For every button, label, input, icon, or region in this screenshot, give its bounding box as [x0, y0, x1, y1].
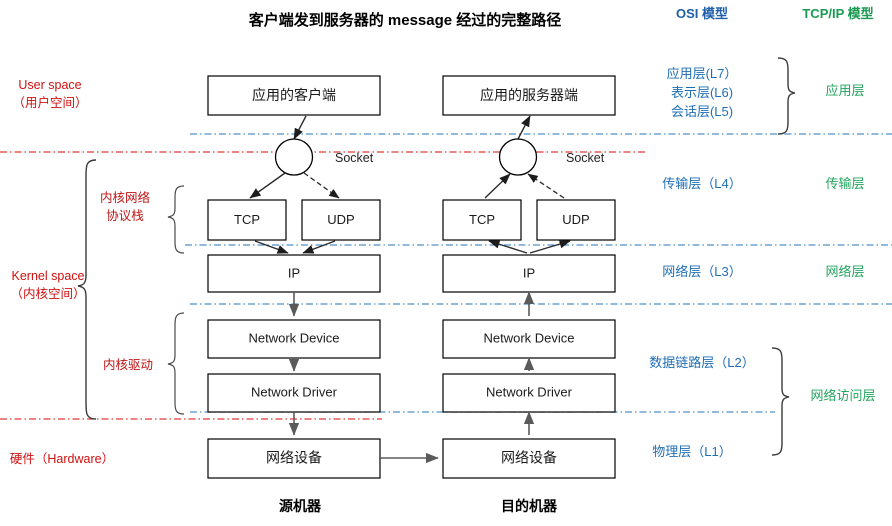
- destination-machine-label: 目的机器: [501, 498, 558, 514]
- source-udp-to-ip-arrow: [302, 240, 336, 254]
- tcpip-layer-application: 应用层: [825, 83, 864, 98]
- source-tcp-to-ip-arrow: [254, 240, 289, 254]
- source-app-box-label: 应用的客户端: [252, 87, 336, 103]
- destination-socket-to-app-arrow: [517, 115, 531, 140]
- destination-ip-to-udp-arrow: [529, 239, 571, 254]
- destination-socket-circle: [498, 138, 538, 176]
- kernel-net-stack-label-line1: 内核网络: [100, 190, 151, 205]
- source-udp-box: UDP: [301, 199, 381, 241]
- destination-udp-to-socket-arrow: [527, 173, 565, 199]
- osi-layer-session: 会话层(L5): [671, 104, 733, 119]
- source-udp-box-label: UDP: [327, 212, 354, 227]
- destination-tcp-to-socket-arrow: [484, 173, 511, 199]
- destination-network-driver-box: Network Driver: [442, 373, 616, 413]
- source-app-to-socket-arrow: [293, 115, 307, 140]
- destination-ip-to-tcp-arrow: [488, 239, 528, 254]
- source-network-driver-box-rect: [207, 373, 381, 413]
- destination-physical-device-box-rect: [442, 438, 616, 479]
- source-network-driver-box: Network Driver: [207, 373, 381, 413]
- destination-network-device-box: Network Device: [442, 319, 616, 359]
- destination-tcp-box: TCP: [442, 199, 522, 241]
- tcpip-layer-network: 网络层: [825, 264, 864, 279]
- source-socket-to-tcp-arrow: [249, 172, 286, 199]
- kernel-net-stack-brace: [167, 185, 185, 254]
- source-ip-box: IP: [207, 254, 381, 293]
- destination-physical-device-box: 网络设备: [442, 438, 616, 479]
- tcpip-network-access-brace: [771, 347, 790, 456]
- source-tcp-box-label: TCP: [234, 212, 260, 227]
- osi-layer-transport: 传输层（L4）: [662, 176, 741, 191]
- user-space-label-cn: （用户空间）: [12, 95, 87, 110]
- destination-physical-device-box-label: 网络设备: [501, 450, 557, 466]
- source-network-driver-box-label: Network Driver: [251, 384, 338, 399]
- destination-ip-box: IP: [442, 254, 616, 293]
- destination-app-box-label: 应用的服务器端: [480, 87, 578, 103]
- source-physical-device-box: 网络设备: [207, 438, 381, 479]
- source-network-device-box-label: Network Device: [248, 330, 339, 345]
- kernel-space-brace: [77, 159, 97, 420]
- source-socket-to-udp-arrow: [303, 172, 340, 199]
- osi-model-header: OSI 模型: [676, 6, 728, 21]
- destination-udp-box-rect: [536, 199, 616, 241]
- destination-tcp-box-label: TCP: [469, 212, 495, 227]
- source-physical-device-box-rect: [207, 438, 381, 479]
- source-network-device-box: Network Device: [207, 319, 381, 359]
- kernel-driver-label: 内核驱动: [103, 358, 153, 372]
- destination-ip-box-label: IP: [523, 265, 535, 280]
- osi-layer-application: 应用层(L7）: [667, 66, 738, 81]
- source-network-device-box-rect: [207, 319, 381, 359]
- destination-network-device-box-label: Network Device: [483, 330, 574, 345]
- destination-socket-label: Socket: [566, 151, 605, 165]
- source-udp-box-rect: [301, 199, 381, 241]
- destination-udp-box-label: UDP: [562, 212, 589, 227]
- page-title: 客户端发到服务器的 message 经过的完整路径: [248, 11, 562, 29]
- source-ip-box-rect: [207, 254, 381, 293]
- tcpip-model-header: TCP/IP 模型: [802, 6, 873, 21]
- destination-app-box: 应用的服务器端: [442, 75, 616, 116]
- osi-layer-physical: 物理层（L1）: [652, 444, 731, 459]
- destination-network-driver-box-label: Network Driver: [486, 384, 573, 399]
- osi-layer-datalink: 数据链路层（L2）: [649, 355, 754, 370]
- source-app-box: 应用的客户端: [207, 75, 381, 116]
- user-space-label-en: User space: [18, 78, 81, 92]
- kernel-space-label-cn: （内核空间）: [10, 287, 85, 301]
- source-tcp-box: TCP: [207, 199, 287, 241]
- tcpip-layer-transport: 传输层: [825, 176, 864, 191]
- source-physical-device-box-label: 网络设备: [266, 450, 322, 466]
- source-ip-box-label: IP: [288, 265, 300, 280]
- source-tcp-box-rect: [207, 199, 287, 241]
- destination-tcp-box-rect: [442, 199, 522, 241]
- source-app-box-rect: [207, 75, 381, 116]
- source-machine-label: 源机器: [279, 498, 322, 514]
- tcpip-layer-network-access: 网络访问层: [810, 388, 875, 403]
- hardware-label: 硬件（Hardware）: [10, 452, 114, 466]
- kernel-space-label-en: Kernel space: [12, 269, 85, 283]
- destination-network-device-box-rect: [442, 319, 616, 359]
- tcpip-application-brace: [777, 57, 796, 135]
- destination-app-box-rect: [442, 75, 616, 116]
- destination-udp-box: UDP: [536, 199, 616, 241]
- source-socket-circle: [274, 138, 314, 176]
- osi-layer-network: 网络层（L3）: [662, 264, 741, 279]
- kernel-driver-brace: [167, 312, 185, 415]
- osi-layer-presentation: 表示层(L6): [671, 85, 733, 100]
- kernel-net-stack-label-line2: 协议栈: [106, 208, 144, 223]
- source-socket-label: Socket: [335, 151, 374, 165]
